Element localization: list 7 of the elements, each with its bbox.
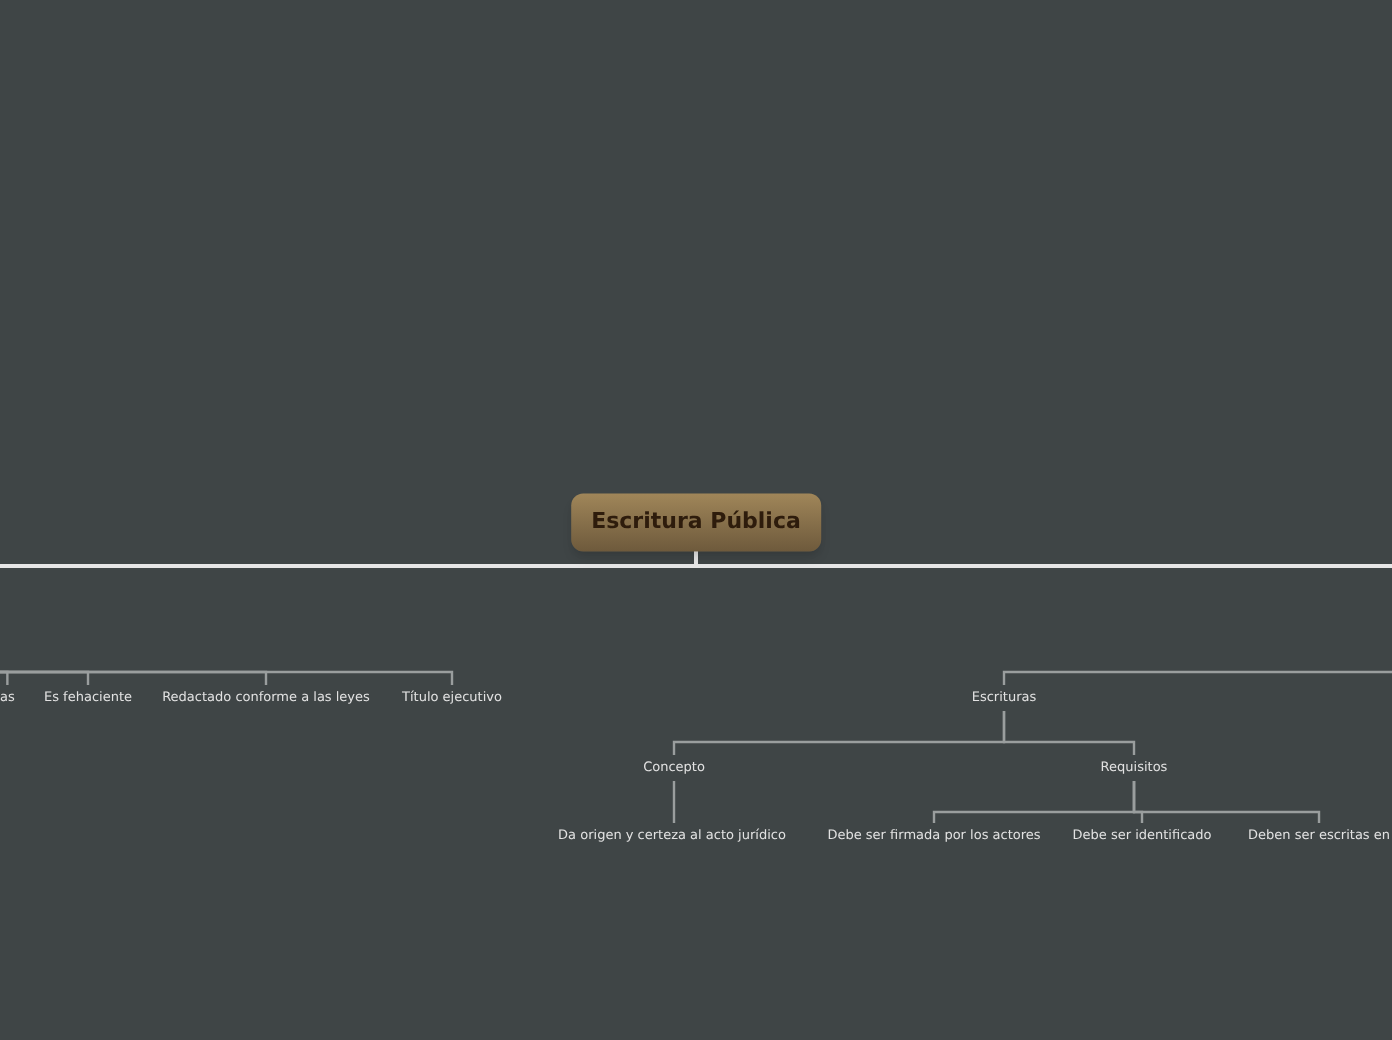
topic-box: Escritura Pública <box>571 493 821 551</box>
connector-line <box>672 781 676 823</box>
connector-line <box>0 670 9 685</box>
connector-line <box>0 670 454 685</box>
connector-line <box>1002 670 1392 685</box>
connector-line <box>1132 781 1321 823</box>
connector-line <box>1002 711 1136 755</box>
